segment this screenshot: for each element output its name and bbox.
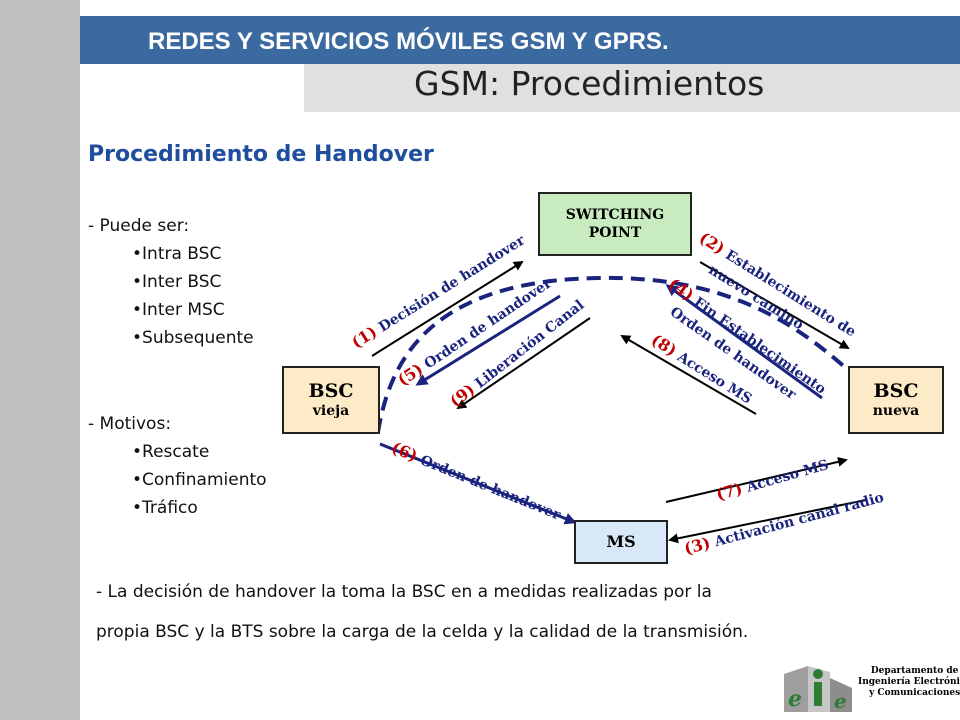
arrow-step-1 [371,260,524,357]
bsc-new-box: BSC nueva [848,366,944,434]
reason-item: Confinamiento [132,470,267,490]
arrow-step-2 [699,261,850,350]
subtitle-band [304,64,960,112]
reasons-heading: - Motivos: [88,414,172,434]
description-line-1: - La decisión de handover la toma la BSC… [96,582,712,602]
type-item: Subsequente [132,328,254,348]
section-title: Procedimiento de Handover [88,142,434,167]
left-sidebar-bar [0,0,80,720]
svg-text:e: e [834,689,847,713]
new-path-dashed-line [376,275,850,433]
types-heading: - Puede ser: [88,216,190,236]
description-line-2: propia BSC y la BTS sobre la carga de la… [96,622,749,642]
bsc-new-name: BSC [873,380,919,402]
department-logo-icon: e e [782,662,854,716]
type-item: Inter MSC [132,300,225,320]
header-band [80,16,960,64]
arrow-step-4 [665,284,823,400]
department-line-2: Ingeniería Electrónica [858,677,960,687]
bsc-old-sub: vieja [312,403,350,419]
arrow-step-5 [415,294,561,386]
bsc-new-sub: nueva [872,403,920,419]
reason-item: Tráfico [132,498,198,518]
arrow-step-9 [456,317,591,410]
type-item: Intra BSC [132,244,221,264]
ms-name: MS [606,532,636,551]
switching-point-line2: POINT [588,225,642,241]
arrow-step-6 [379,442,577,525]
type-item: Inter BSC [132,272,221,292]
switching-point-line1: SWITCHING [565,207,665,223]
ms-box: MS [574,520,668,564]
bsc-old-box: BSC vieja [282,366,380,434]
department-line-3: y Comunicaciones [869,688,960,698]
arrow-step-8 [620,334,757,415]
department-line-1: Departamento de [870,666,959,676]
arrow-step-7 [665,456,848,503]
svg-text:e: e [788,686,802,712]
slide-title: GSM: Procedimientos [414,64,765,103]
department-name: Departamento de Ingeniería Electrónica y… [858,666,960,699]
switching-point-box: SWITCHING POINT [538,192,692,256]
course-title: REDES Y SERVICIOS MÓVILES GSM Y GPRS. [148,28,669,55]
bsc-old-name: BSC [308,380,354,402]
arrow-step-3 [668,499,867,544]
reason-item: Rescate [132,442,209,462]
